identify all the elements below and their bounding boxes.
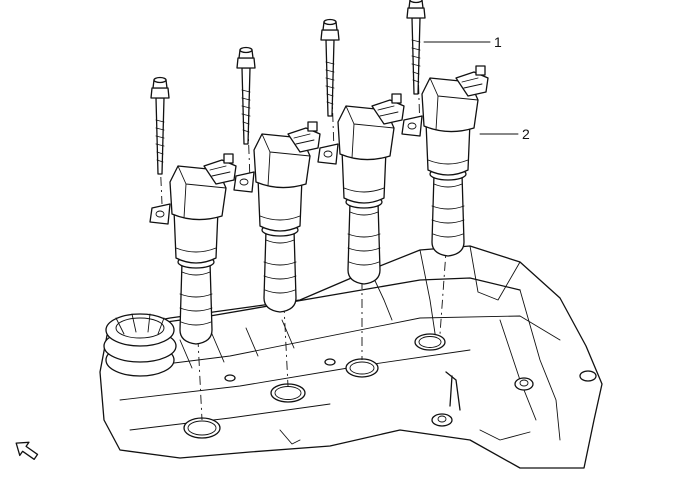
cam-cover bbox=[99, 245, 603, 469]
oil-filler-cap bbox=[103, 313, 177, 377]
callout-1: 1 bbox=[423, 34, 502, 50]
arrow-icon bbox=[15, 441, 39, 460]
callout-2: 2 bbox=[479, 126, 530, 142]
bolt-2 bbox=[236, 46, 256, 145]
ignition-coil-2 bbox=[233, 121, 321, 313]
ignition-coil-3 bbox=[317, 93, 405, 285]
bolt-4 bbox=[406, 0, 426, 95]
callout-label-1: 1 bbox=[494, 34, 502, 50]
bolt-1 bbox=[150, 76, 170, 175]
bolt-3 bbox=[320, 18, 340, 117]
callout-label-2: 2 bbox=[522, 126, 530, 142]
spark-plug-wells bbox=[183, 333, 446, 439]
